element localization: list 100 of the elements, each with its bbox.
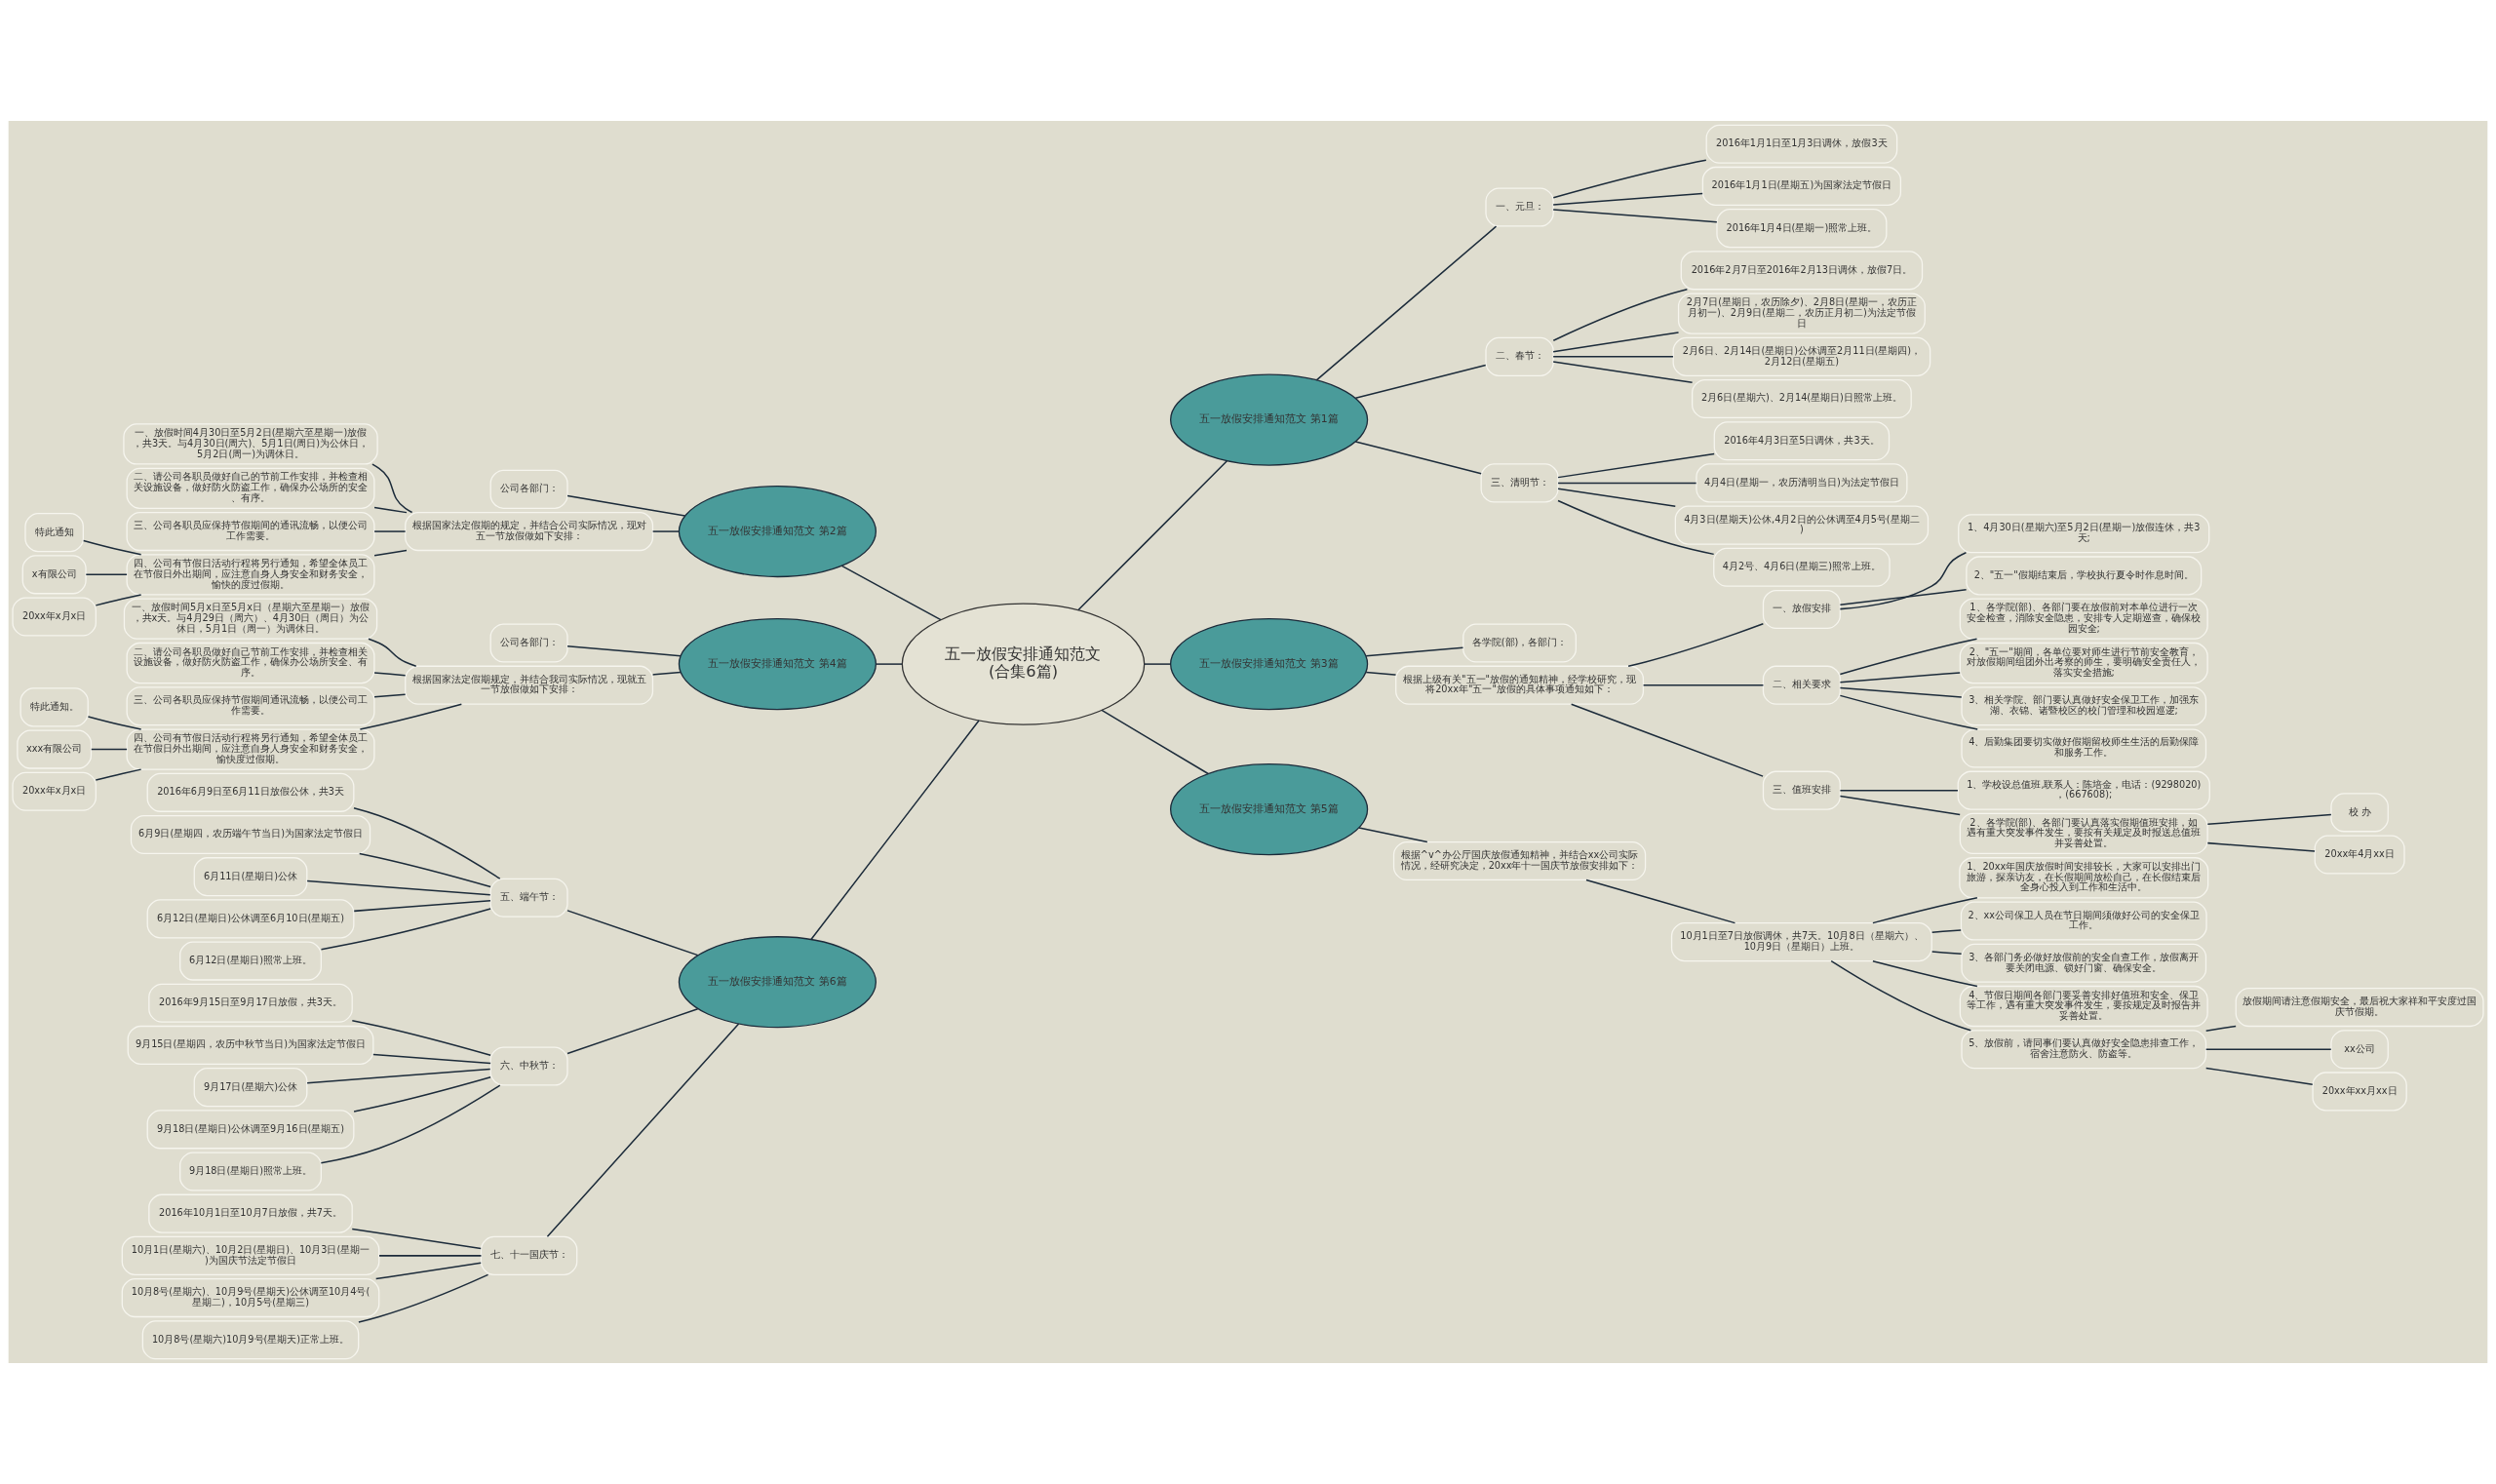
node-box: 4、节假日期间各部门要妥善安排好值班和安全、保卫等工作，遇有重大突发事件发生，要按规定及时报告并妥善处置。 bbox=[1959, 985, 2208, 1028]
node-box: 公司各部门： bbox=[489, 623, 568, 663]
connector bbox=[875, 663, 903, 665]
connector bbox=[1627, 622, 1765, 667]
connector bbox=[351, 1019, 491, 1057]
connector bbox=[1839, 589, 1968, 606]
node-box: 根据国家法定假期的规定，并结合公司实际情况，现对五一节放假做如下安排： bbox=[405, 512, 654, 552]
node-box: 10月1日至7日放假调休，共7天。10月8日（星期六）、10月9日（星期日）上班。 bbox=[1670, 922, 1932, 962]
node-box: 2016年9月15日至9月17日放假，共3天。 bbox=[148, 983, 353, 1023]
connector bbox=[95, 768, 142, 781]
node-box: 校 办 bbox=[2330, 793, 2389, 833]
connector bbox=[566, 1007, 699, 1055]
node-box: 特此通知 bbox=[24, 513, 84, 553]
connector bbox=[373, 672, 407, 677]
connector bbox=[1839, 789, 1959, 792]
connector bbox=[87, 716, 142, 730]
connector bbox=[810, 720, 980, 941]
node-box: 1、各学院(部)、各部门要在放假前对本单位进行一次安全检查，消除安全隐患，安排专人定期巡查，确保校园安全; bbox=[1959, 598, 2208, 640]
node-box: 5、放假前，请同事们要认真做好安全隐患排查工作，宿舍注意防火、防盗等。 bbox=[1961, 1030, 2207, 1070]
node-box: 各学院(部)，各部门： bbox=[1462, 623, 1577, 663]
node-box: 20xx年4月xx日 bbox=[2314, 835, 2405, 875]
node-box: 10月1日(星期六)、10月2日(星期日)、10月3日(星期一)为国庆节法定节假日 bbox=[121, 1235, 380, 1275]
node-box: 9月17日(星期六)公休 bbox=[193, 1068, 308, 1108]
node-box: 1、学校设总值班,联系人：陈培金，电话：(9298020)，(667608); bbox=[1957, 770, 2210, 810]
connector bbox=[91, 748, 128, 751]
node-box: x有限公司 bbox=[21, 555, 87, 595]
node-box: 二、请公司各职员做好自己节前工作安排，并检查相关设施设备，做好防火防盗工作，确保办公场所安全、有序。 bbox=[126, 642, 375, 684]
connector bbox=[374, 1262, 482, 1280]
connector bbox=[351, 1228, 482, 1250]
node-box: 放假期间请注意假期安全，最后祝大家祥和平安度过国庆节假期。 bbox=[2235, 988, 2484, 1028]
connector bbox=[1872, 959, 1978, 988]
node-box: 根据国家法定假期规定，并结合我司实际情况，现就五一节放假做如下安排： bbox=[405, 665, 654, 705]
connector bbox=[1839, 672, 1961, 683]
connector bbox=[546, 1023, 740, 1237]
connector bbox=[85, 573, 128, 576]
node-box: 三、清明节： bbox=[1480, 463, 1559, 503]
connector bbox=[1872, 897, 1978, 924]
node-box: 一、放假时间4月30日至5月2日(星期六至星期一)放假，共3天。与4月30日(周六)、5月1日(周日)为公休日，5月2日(周一)为调休日。 bbox=[123, 423, 378, 465]
connector bbox=[1552, 209, 1718, 223]
connector bbox=[651, 671, 682, 676]
node-ellipse: 五一放假安排通知范文 第5篇 bbox=[1170, 763, 1369, 856]
node-box: 10月8号(星期六)、10月9号(星期天)公休调至10月4号(星期二)，10月5号(星期三) bbox=[121, 1278, 380, 1318]
connector bbox=[306, 1068, 491, 1084]
node-box: 三、公司各职员应保持节假期间的通讯流畅，以便公司工作需要。 bbox=[126, 512, 375, 552]
node-box: 20xx年xx月xx日 bbox=[2312, 1072, 2407, 1112]
connector bbox=[1101, 709, 1209, 775]
connector bbox=[1930, 929, 1962, 933]
node-box: 2016年1月1日至1月3日调休，放假3天 bbox=[1705, 124, 1898, 164]
connector bbox=[306, 879, 491, 896]
node-box: 2016年4月3日至5日调休，共3天。 bbox=[1713, 421, 1891, 461]
connector bbox=[1552, 332, 1680, 353]
node-box: 6月11日(星期日)公休 bbox=[193, 857, 308, 897]
node-box: 4月4日(星期一，农历清明当日)为法定节假日 bbox=[1696, 463, 1908, 503]
node-box: 一、放假安排 bbox=[1762, 589, 1841, 630]
connector bbox=[1557, 482, 1697, 485]
node-box: 三、值班安排 bbox=[1762, 770, 1841, 810]
node-box: 2016年1月1日(星期五)为国家法定节假日 bbox=[1701, 166, 1902, 206]
node-box: 六、中秋节： bbox=[489, 1046, 568, 1086]
connector bbox=[1839, 795, 1961, 816]
node-box: 四、公司有节假日活动行程将另行通知，希望全体员工在节假日外出期间，应注意自身人身安全和财务安全，愉快的度过假期。 bbox=[126, 554, 375, 596]
node-box: 4月2号、4月6日(星期三)照常上班。 bbox=[1713, 547, 1891, 587]
node-box: 1、20xx年国庆放假时间安排较长，大家可以安排出门旅游，探亲访友，在长假期间放松自己，在长假结束后全身心投入到工作和生活中。 bbox=[1959, 857, 2209, 899]
connector bbox=[82, 539, 142, 556]
node-box: 根据上级有关"五一"放假的通知精神，经学校研究，现将20xx年"五一"放假的具体事项通知如下： bbox=[1395, 665, 1645, 705]
connector bbox=[2204, 1067, 2314, 1085]
node-box: 3、各部门务必做好放假前的安全自查工作，放假离开要关闭电源、锁好门窗、确保安全。 bbox=[1961, 943, 2207, 983]
node-box: 3、相关学院、部门要认真做好安全保卫工作，加强东湖、衣锦、诸暨校区的校门管理和校园巡逻; bbox=[1961, 686, 2207, 726]
node-box: 9月18日(星期日)公休调至9月16日(星期五) bbox=[146, 1110, 355, 1150]
node-box: 二、相关要求 bbox=[1762, 665, 1841, 705]
connector bbox=[1315, 225, 1498, 381]
node-box: xx公司 bbox=[2330, 1030, 2389, 1070]
connector bbox=[1143, 663, 1172, 665]
connector bbox=[378, 1255, 483, 1257]
node-box: 6月12日(星期日)公休调至6月10日(星期五) bbox=[146, 899, 355, 939]
node-box: 一、元旦： bbox=[1485, 187, 1554, 227]
connector bbox=[1557, 499, 1715, 556]
node-box: 20xx年x月x日 bbox=[12, 771, 97, 811]
connector bbox=[1358, 827, 1428, 843]
node-box: 一、放假时间5月x日至5月x日（星期六至星期一）放假，共x天。与4月29日（周六）、4月30日（周日）为公休日，5月1日（周一）为调休日。 bbox=[123, 598, 378, 640]
node-box: 4、后勤集团要切实做好假期留校师生生活的后勤保障和服务工作。 bbox=[1961, 728, 2207, 768]
connector bbox=[1585, 879, 1736, 924]
node-ellipse: 五一放假安排通知范文 第6篇 bbox=[678, 936, 877, 1029]
node-box: 2、"五一"期间，各单位要对师生进行节前安全教育，对放假期间组团外出考察的师生，要明确安全责任人，落实安全措施; bbox=[1959, 642, 2208, 684]
node-box: 9月18日(星期日)照常上班。 bbox=[179, 1152, 322, 1191]
connector bbox=[368, 638, 417, 667]
connector bbox=[1839, 552, 1968, 610]
node-box: xxx有限公司 bbox=[17, 729, 93, 769]
node-box: 特此通知。 bbox=[20, 687, 89, 727]
node-box: 2月7日(星期日，农历除夕)、2月8日(星期一，农历正月初一)、2月9日(星期二，农历正月初二)为法定节假日 bbox=[1677, 293, 1926, 334]
connector bbox=[1354, 441, 1482, 475]
node-box: 二、请公司各职员做好自己的节前工作安排，并检查相关设施设备，做好防火防盗工作，确保办公场所的安全、有序。 bbox=[126, 467, 375, 509]
node-ellipse: 五一放假安排通知范文 第3篇 bbox=[1170, 618, 1369, 711]
connector bbox=[566, 910, 699, 957]
connector bbox=[2206, 841, 2316, 852]
connector bbox=[358, 852, 491, 888]
node-box: 五、端午节： bbox=[489, 878, 568, 918]
node-box: 2、xx公司保卫人员在节日期间须做好公司的安全保卫工作。 bbox=[1960, 901, 2207, 941]
connector bbox=[358, 1273, 489, 1323]
node-box: 四、公司有节假日活动行程将另行通知，希望全体员工在节假日外出期间，应注意自身人身安全和财务安全，愉快度过假期。 bbox=[126, 728, 375, 770]
node-ellipse: 五一放假安排通知范文 第4篇 bbox=[678, 618, 877, 711]
